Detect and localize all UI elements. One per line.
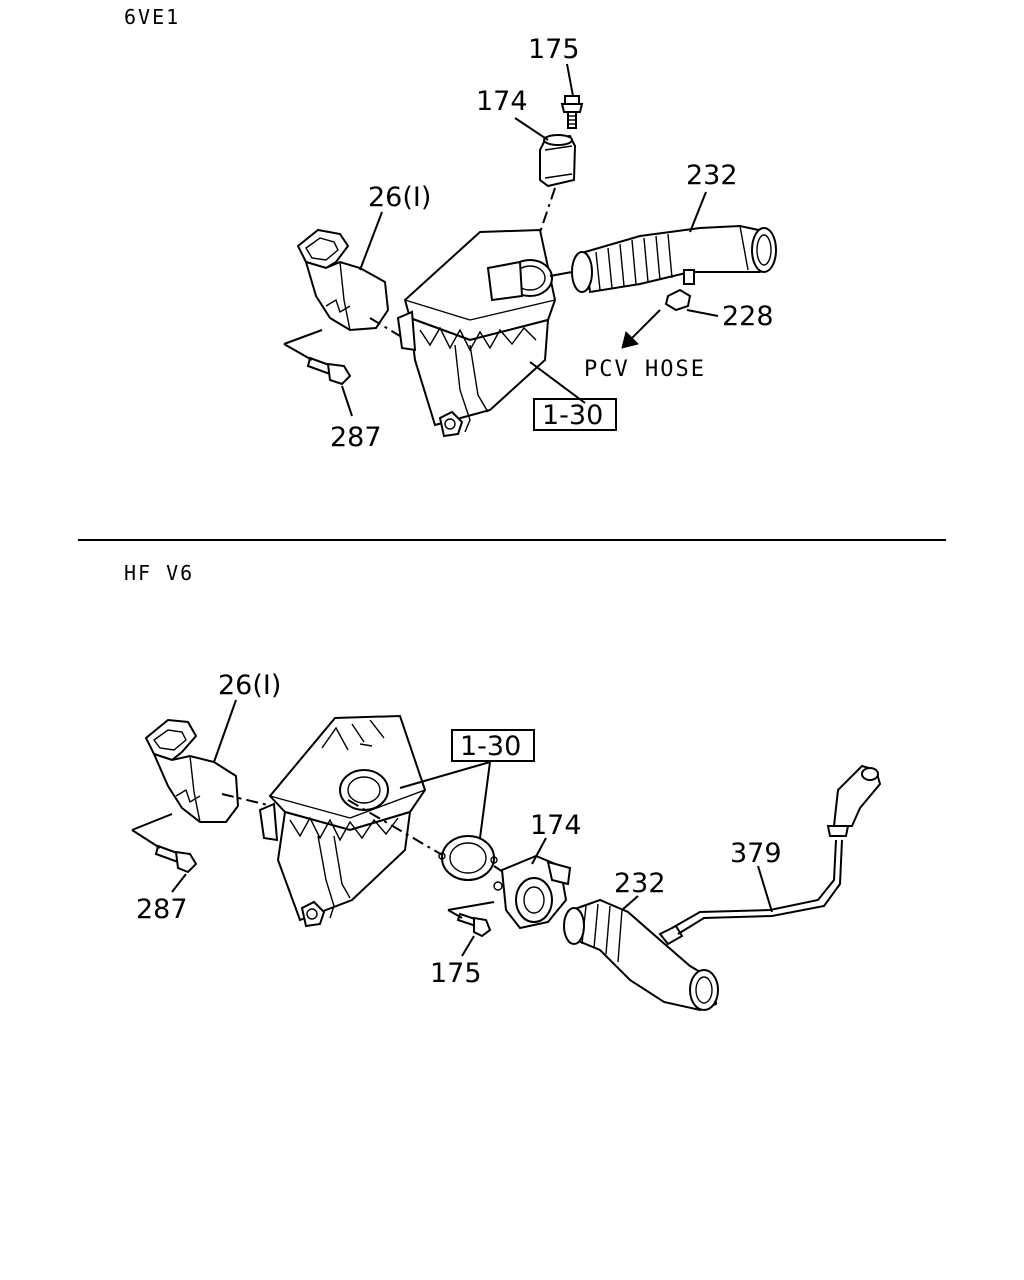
reference-box-2 <box>451 729 535 762</box>
install-line-box <box>347 799 445 857</box>
pcv-hose-arrow <box>621 309 661 349</box>
leader-174 <box>514 117 549 141</box>
sensor-174-part-2 <box>493 854 572 930</box>
leader-287-2 <box>171 873 187 893</box>
callout-174-2: 174 <box>530 810 582 841</box>
leader-232-2 <box>621 895 639 911</box>
install-line-287-b <box>283 343 313 361</box>
section-hf-v6: HF V6 26(I) 287 <box>124 561 882 1012</box>
leader-175 <box>566 63 574 97</box>
leader-228 <box>686 309 719 317</box>
leader-ref-2b <box>479 761 491 839</box>
sensor-174-part <box>539 134 577 188</box>
callout-26-2: 26(I) <box>218 670 281 701</box>
leader-ref-1-30 <box>529 361 586 404</box>
section-header-hf-v6: HF V6 <box>124 561 194 585</box>
duct-232-part-2 <box>563 898 719 1012</box>
leader-175-2 <box>461 935 475 957</box>
install-line-26 <box>369 317 401 337</box>
install-line-287-a <box>283 329 323 345</box>
hose-379-part <box>658 764 882 946</box>
leader-232 <box>689 191 707 233</box>
callout-175-2: 175 <box>430 958 482 989</box>
duct-232-part <box>571 224 777 294</box>
leader-26-2 <box>213 699 237 763</box>
callout-232-2: 232 <box>614 868 666 899</box>
bolt-287-part-2 <box>154 844 198 874</box>
bolt-287-part <box>306 356 352 386</box>
leader-26 <box>359 211 383 271</box>
callout-232: 232 <box>686 160 738 191</box>
air-cleaner-box <box>396 228 557 438</box>
install-line-26-2 <box>221 793 273 807</box>
duct-26-part <box>296 228 390 332</box>
reference-1-30: 1-30 <box>542 400 603 431</box>
install-line-duct <box>549 271 573 277</box>
reference-1-30-2: 1-30 <box>460 731 521 762</box>
gasket-ring <box>438 835 498 881</box>
leader-174-2 <box>531 837 547 865</box>
callout-379: 379 <box>730 838 782 869</box>
fitting-228-part <box>664 269 695 312</box>
install-line-287-2b <box>131 829 161 849</box>
install-line-175-2a <box>447 901 495 911</box>
pcv-hose-label: PCV HOSE <box>584 357 706 382</box>
bolt-175-part-2 <box>456 912 492 938</box>
section-header-6ve1: 6VE1 <box>124 5 180 29</box>
duct-26-part-2 <box>144 718 240 823</box>
leader-287 <box>341 385 353 417</box>
callout-287-2: 287 <box>136 894 188 925</box>
reference-box <box>533 398 617 431</box>
install-line-287-2a <box>131 813 173 831</box>
callout-175: 175 <box>528 34 580 65</box>
bolt-175-part <box>560 95 584 129</box>
callout-287: 287 <box>330 422 382 453</box>
leader-ref-2a <box>399 761 491 789</box>
leader-379 <box>757 865 773 913</box>
air-cleaner-box-2 <box>258 714 427 928</box>
callout-26: 26(I) <box>368 182 431 213</box>
callout-228: 228 <box>722 301 774 332</box>
callout-174: 174 <box>476 86 528 117</box>
section-6ve1: 6VE1 175 174 <box>124 5 777 453</box>
install-line-175-2b <box>447 909 463 919</box>
